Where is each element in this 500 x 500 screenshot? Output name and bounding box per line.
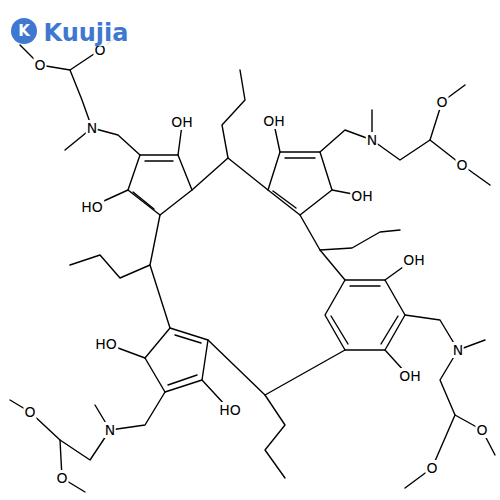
atom-label: N	[86, 120, 98, 136]
atom-label: O	[55, 470, 68, 486]
atom-label: O	[455, 157, 468, 173]
watermark-text: Kuujia	[42, 20, 131, 46]
atom-label: N	[452, 342, 464, 358]
atom-label: OH	[170, 114, 194, 130]
atom-label: O	[435, 94, 448, 110]
ring	[145, 328, 208, 392]
atom-label: HO	[218, 402, 242, 418]
ring	[325, 280, 405, 350]
atom-label: O	[33, 57, 46, 73]
atom-label: O	[475, 422, 488, 438]
atom-label: OH	[402, 252, 426, 268]
ring	[268, 152, 332, 215]
ring	[128, 155, 192, 215]
watermark-logo-letter: K	[18, 24, 30, 39]
atom-label: O	[23, 404, 36, 420]
atom-label: OH	[398, 368, 422, 384]
atom-label: HO	[80, 199, 104, 215]
atom-label: N	[104, 422, 116, 438]
atom-label: N	[366, 132, 378, 148]
watermark-logo	[11, 18, 37, 44]
atom-label: OH	[350, 188, 374, 204]
atom-label: HO	[94, 336, 118, 352]
atom-label: OH	[262, 113, 286, 129]
atom-label: O	[425, 460, 438, 476]
